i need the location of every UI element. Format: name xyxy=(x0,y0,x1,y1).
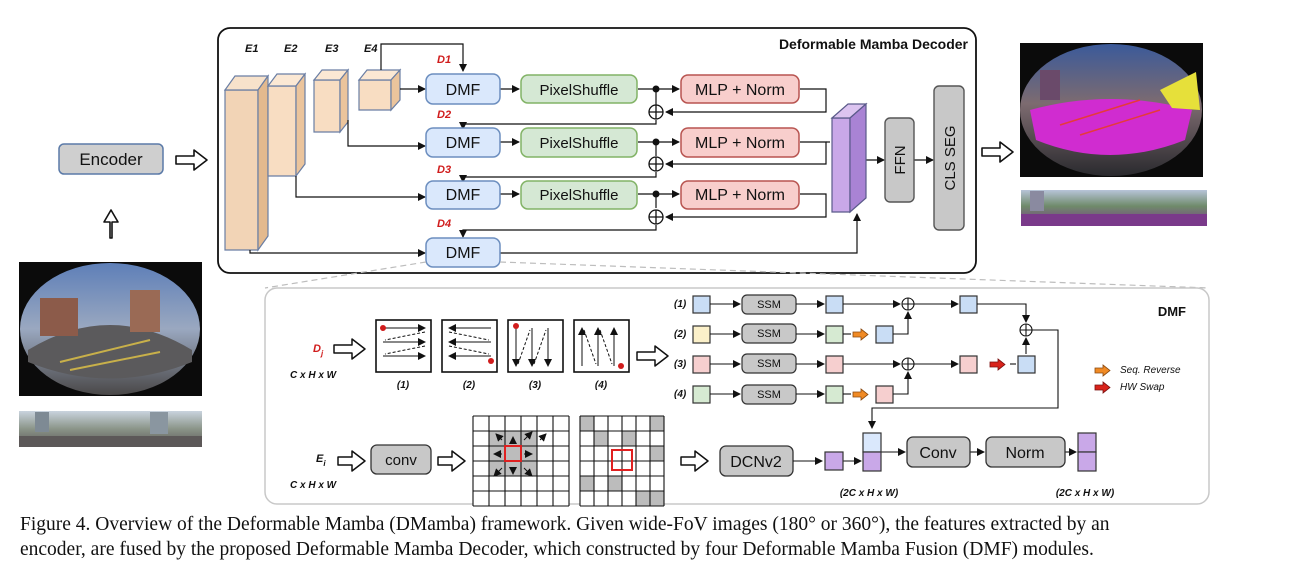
add-node xyxy=(648,104,664,225)
svg-text:(4): (4) xyxy=(674,389,687,400)
svg-text:(3): (3) xyxy=(674,359,687,370)
concat-stack xyxy=(862,432,882,472)
e2-label: E2 xyxy=(284,43,297,55)
caption-line-2: encoder, are fused by the proposed Defor… xyxy=(20,539,1094,560)
svg-text:PixelShuffle: PixelShuffle xyxy=(540,187,619,204)
svg-text:DMF: DMF xyxy=(446,245,481,262)
scan-pattern-4 xyxy=(573,319,630,373)
concat-feature-block xyxy=(830,102,868,214)
svg-text:SSM: SSM xyxy=(757,358,781,370)
cls-seg-block: CLS SEG xyxy=(933,85,965,231)
scan-label-2: (2) xyxy=(463,380,476,391)
svg-text:conv: conv xyxy=(385,452,417,469)
svg-text:(2): (2) xyxy=(674,329,687,340)
concat-shape-label: (2C x H x W) xyxy=(840,488,899,499)
svg-text:PixelShuffle: PixelShuffle xyxy=(540,82,619,99)
svg-text:SSM: SSM xyxy=(757,299,781,311)
ssm-block-4: SSM xyxy=(741,384,797,405)
dcnv2-block: DCNv2 xyxy=(719,445,794,477)
norm-block: Norm xyxy=(985,436,1066,468)
scan-label-1: (1) xyxy=(397,380,410,391)
svg-text:SSM: SSM xyxy=(757,328,781,340)
scan-pattern-3 xyxy=(507,319,564,373)
figure-caption: Figure 4. Overview of the Deformable Mam… xyxy=(20,512,1295,562)
dj-shape-label: C x H x W xyxy=(290,370,338,381)
dmf-block-3: DMF xyxy=(425,180,501,210)
caption-line-1: Figure 4. Overview of the Deformable Mam… xyxy=(20,514,1110,535)
decoder-to-output-arrow xyxy=(981,141,1014,163)
dmamba-diagram: Encoder Deformable Mamba Decoder E1 E2 E… xyxy=(19,27,1210,507)
output-panorama-segmentation xyxy=(1021,190,1207,226)
svg-text:DMF: DMF xyxy=(446,135,481,152)
svg-text:DMF: DMF xyxy=(446,82,481,99)
legend-seq-reverse: Seq. Reverse xyxy=(1120,365,1181,376)
dmf-block-4: DMF xyxy=(425,237,501,268)
scan-pattern-1 xyxy=(375,319,432,373)
svg-text:PixelShuffle: PixelShuffle xyxy=(540,135,619,152)
e4-label: E4 xyxy=(364,43,377,55)
feature-cube-e3 xyxy=(312,68,350,134)
dmf-block-1: DMF xyxy=(425,73,501,105)
d4-label: D4 xyxy=(437,218,451,230)
conv-block: conv xyxy=(370,444,432,475)
ssm-block-1: SSM xyxy=(741,294,797,315)
scan-pattern-2 xyxy=(441,319,498,373)
svg-text:MLP + Norm: MLP + Norm xyxy=(695,135,785,152)
d2-label: D2 xyxy=(437,109,451,121)
pixelshuffle-block-2: PixelShuffle xyxy=(520,127,638,158)
conv-block-2: Conv xyxy=(906,436,971,468)
ssm-block-2: SSM xyxy=(741,323,797,344)
mlp-norm-block-3: MLP + Norm xyxy=(680,180,800,210)
svg-text:FFN: FFN xyxy=(892,145,909,174)
feature-cube-e1 xyxy=(223,74,270,252)
pixelshuffle-block-1: PixelShuffle xyxy=(520,74,638,104)
ssm-block-3: SSM xyxy=(741,353,797,374)
dmf-block-2: DMF xyxy=(425,127,501,158)
svg-text:MLP + Norm: MLP + Norm xyxy=(695,187,785,204)
svg-text:(1): (1) xyxy=(674,299,687,310)
svg-text:SSM: SSM xyxy=(757,389,781,401)
legend: Seq. Reverse HW Swap xyxy=(1094,364,1181,394)
svg-text:DMF: DMF xyxy=(446,187,481,204)
output-shape-label: (2C x H x W) xyxy=(1056,488,1115,499)
encoder-to-decoder-arrow xyxy=(175,149,208,171)
e1-label: E1 xyxy=(245,43,258,55)
svg-text:CLS SEG: CLS SEG xyxy=(942,125,959,190)
svg-text:Conv: Conv xyxy=(919,445,956,462)
mlp-norm-block-1: MLP + Norm xyxy=(680,74,800,104)
output-stack xyxy=(1077,432,1097,472)
zoom-guide-lines xyxy=(264,261,1210,289)
d3-label: D3 xyxy=(437,164,451,176)
ffn-block: FFN xyxy=(884,117,915,203)
feature-cube-e2 xyxy=(266,72,307,178)
legend-hw-swap: HW Swap xyxy=(1120,382,1165,393)
feature-cube-e4 xyxy=(357,68,402,112)
output-fisheye-segmentation xyxy=(1020,43,1203,177)
dj-label: Dj xyxy=(313,343,324,358)
up-hollow-arrow xyxy=(103,209,119,239)
offset-grid xyxy=(472,415,570,507)
decoder-title: Deformable Mamba Decoder xyxy=(779,36,969,52)
svg-text:MLP + Norm: MLP + Norm xyxy=(695,82,785,99)
encoder-block: Encoder xyxy=(58,143,164,175)
pixelshuffle-block-3: PixelShuffle xyxy=(520,180,638,210)
e3-label: E3 xyxy=(325,43,338,55)
svg-text:Norm: Norm xyxy=(1005,445,1044,462)
svg-text:DCNv2: DCNv2 xyxy=(730,454,782,471)
d1-label: D1 xyxy=(437,54,451,66)
sampled-grid xyxy=(579,415,665,507)
encoder-label: Encoder xyxy=(79,150,143,169)
mlp-norm-block-2: MLP + Norm xyxy=(680,127,800,158)
ei-label: Ei xyxy=(316,453,326,468)
input-fisheye-image xyxy=(19,262,202,396)
scan-label-3: (3) xyxy=(529,380,542,391)
input-panorama-image xyxy=(19,411,202,447)
scan-label-4: (4) xyxy=(595,380,608,391)
ei-shape-label: C x H x W xyxy=(290,480,338,491)
dmf-detail-title: DMF xyxy=(1158,304,1186,319)
